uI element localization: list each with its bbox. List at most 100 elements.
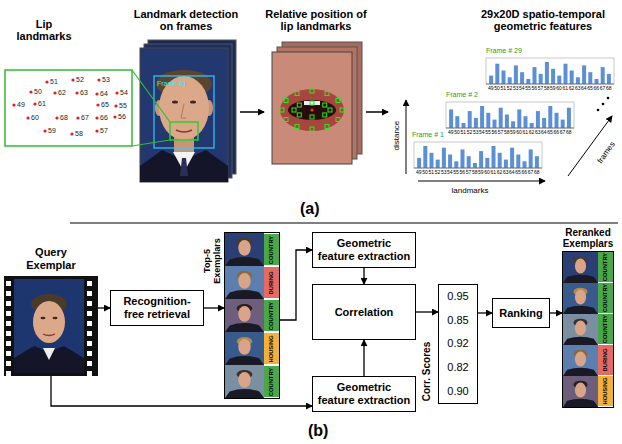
- feature-bar: [516, 155, 520, 169]
- suit: [563, 399, 598, 407]
- tick-label: 63: [575, 86, 581, 91]
- tick-label: 59: [510, 130, 516, 135]
- landmark-marker: [284, 118, 288, 122]
- landmark-marker: [323, 103, 327, 107]
- landmark-dot: [76, 116, 79, 119]
- landmark-marker: [295, 124, 299, 128]
- tick-label: 54: [479, 130, 485, 135]
- feature-bar: [539, 74, 543, 84]
- landmark-dot: [75, 91, 78, 94]
- feature-bar: [473, 163, 477, 168]
- tick-label: 61: [523, 130, 529, 135]
- strip-word: COUNTRY: [269, 235, 275, 263]
- feature-bar: [551, 69, 555, 84]
- landmark-dot: [95, 92, 98, 95]
- panel-title: Lip landmarks: [13, 18, 75, 43]
- suit: [225, 389, 264, 398]
- tick-label: 64: [581, 86, 587, 91]
- sprocket-hole: [87, 281, 92, 286]
- eye: [190, 101, 196, 104]
- mouth-opening: [288, 100, 336, 120]
- tick-label: 49: [488, 86, 494, 91]
- panel-title: Relative position of lip landmarks: [260, 8, 372, 33]
- landmark-number: 67: [81, 114, 89, 122]
- tick-label: 56: [532, 86, 538, 91]
- image-caption: Query Exemplar: [16, 246, 86, 272]
- tick-label: 51: [429, 170, 435, 175]
- chart-baseline: [486, 84, 614, 85]
- tick-label: 60: [516, 130, 522, 135]
- teeth: [304, 101, 320, 105]
- ellipsis-dot: [607, 97, 610, 100]
- flow-arrow: [416, 311, 438, 312]
- feature-bar: [495, 64, 499, 84]
- lip-frame: [272, 52, 352, 164]
- landmark-dot: [114, 104, 117, 107]
- feature-bar: [601, 67, 605, 84]
- landmark-number: 61: [38, 100, 46, 108]
- column-heading: Top-5 Exemplars: [202, 235, 222, 287]
- landmark-number: 51: [50, 78, 58, 86]
- tick-label: 57: [466, 170, 472, 175]
- tick-label: 50: [494, 86, 500, 91]
- nose: [181, 104, 186, 118]
- thumbnail: [225, 299, 264, 332]
- sprocket-hole: [87, 291, 92, 296]
- tick-label: 58: [472, 170, 478, 175]
- strip-word: COUNTRY: [269, 301, 275, 329]
- face: [575, 290, 586, 305]
- feature-bar: [467, 156, 471, 168]
- word-strip: COUNTRY: [598, 314, 613, 344]
- feature-bar: [567, 108, 571, 128]
- sprocket-hole: [87, 351, 92, 356]
- strip-word: COUNTRY: [603, 253, 609, 281]
- landmark-dot: [97, 78, 100, 81]
- feature-bar: [489, 76, 493, 84]
- tick-label: 53: [441, 170, 447, 175]
- process-box: Geometric feature extraction: [312, 376, 416, 412]
- exemplar-column: Top-5 ExemplarsCOUNTRYDURINGCOUNTRYHOUSI…: [224, 232, 280, 399]
- tick-label: 60: [556, 86, 562, 91]
- sprocket-hole: [6, 321, 11, 326]
- ellipsis-dot: [597, 109, 600, 112]
- word-strip: HOUSING: [264, 333, 279, 364]
- word-strip: DURING: [264, 267, 279, 298]
- score-value: 0.85: [447, 314, 468, 327]
- tick-label: 68: [534, 170, 540, 175]
- center-dot: [310, 108, 313, 111]
- axis-arrow: [406, 100, 407, 174]
- exemplar-column: Reranked ExemplarsCOUNTRYCOUNTRYCOUNTRYD…: [562, 251, 614, 408]
- feature-bar: [530, 123, 534, 128]
- tick-label: 63: [503, 170, 509, 175]
- feature-bar: [455, 116, 459, 128]
- video-frame: [140, 48, 228, 182]
- tick-label: 65: [515, 170, 521, 175]
- tick-label: 66: [522, 170, 528, 175]
- sprocket-hole: [87, 301, 92, 306]
- sprocket-hole: [6, 281, 11, 286]
- sprocket-hole: [6, 361, 11, 366]
- tick-label: 52: [435, 170, 441, 175]
- sprocket-hole: [87, 331, 92, 336]
- sprocket-hole: [6, 301, 11, 306]
- tick-label: 53: [473, 130, 479, 135]
- feature-bar: [576, 77, 580, 84]
- frame-label: Frame # 29: [486, 47, 522, 55]
- feature-bar: [542, 118, 546, 128]
- word-strip: COUNTRY: [264, 300, 279, 331]
- landmark-dot: [71, 78, 74, 81]
- panel-title: 29x20D spatio-temporal geometric feature…: [468, 8, 618, 33]
- eye: [172, 101, 178, 104]
- ellipsis-dot: [602, 103, 605, 106]
- feature-bar: [564, 64, 568, 84]
- tick-label: 60: [484, 170, 490, 175]
- thumbnail: [563, 314, 598, 345]
- landmark-dot: [43, 129, 46, 132]
- landmark-number: 58: [75, 130, 83, 138]
- query-image: [14, 279, 84, 373]
- chart-plane: [414, 142, 542, 168]
- feature-bar: [582, 65, 586, 84]
- landmark-number: 66: [100, 114, 108, 122]
- landmark-number: 65: [101, 101, 109, 109]
- feature-bar: [561, 120, 565, 128]
